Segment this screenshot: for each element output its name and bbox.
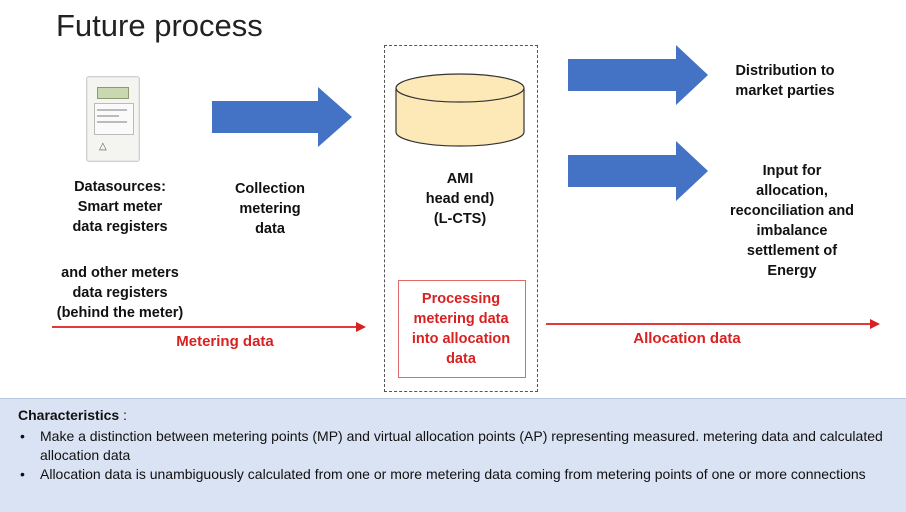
ami-label: AMI head end) (L-CTS): [425, 171, 495, 227]
input-label: Input for allocation, reconciliation and…: [729, 163, 855, 279]
metering-data-label: Metering data: [176, 333, 274, 350]
list-item: •Allocation data is unambiguously calcul…: [20, 466, 866, 482]
processing-box: [398, 280, 526, 378]
characteristics-panel: Characteristics : •Make a distinction be…: [0, 398, 906, 512]
database-icon: [395, 73, 525, 147]
input-arrow: [568, 141, 708, 201]
list-item: •Make a distinction between metering poi…: [20, 428, 883, 463]
smart-meter-icon: △: [86, 76, 140, 162]
distribution-label: Distribution to market parties: [735, 63, 835, 99]
collection-arrow: [212, 87, 352, 147]
ami-dashed-box: [384, 45, 538, 392]
datasources-label: Datasources: Smart meter data registers: [72, 179, 168, 235]
processing-label: Processing metering data into allocation…: [411, 291, 511, 367]
process-diagram: [52, 45, 880, 332]
page-title: Future process: [56, 8, 263, 43]
other-meters-label: and other meters data registers (behind …: [56, 265, 184, 321]
distribution-arrow: [568, 45, 708, 105]
characteristics-heading: Characteristics :: [18, 407, 127, 423]
collection-label: Collection metering data: [234, 181, 306, 237]
allocation-data-label: Allocation data: [633, 330, 741, 347]
characteristics-list: •Make a distinction between metering poi…: [18, 427, 893, 484]
